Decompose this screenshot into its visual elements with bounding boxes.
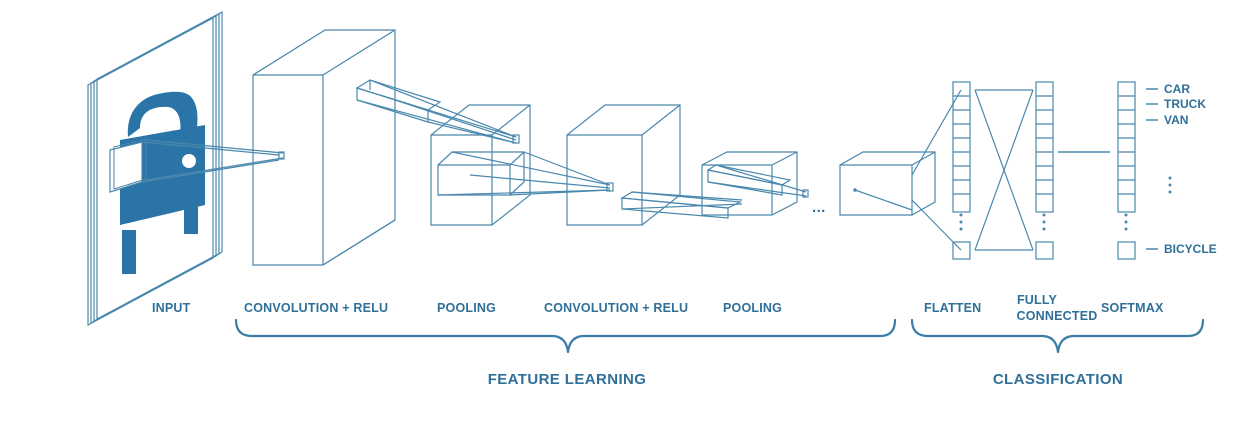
fc-connections (974, 89, 1034, 251)
stage-label-fc-1: FULLY (1017, 293, 1058, 307)
stage-label-softmax: SOFTMAX (1101, 301, 1164, 315)
final-feature-volume (839, 151, 936, 216)
stage-label-input: INPUT (152, 301, 191, 315)
fully-connected-column (1035, 81, 1110, 260)
classification-brace (910, 318, 1205, 354)
class-label-car: CAR (1164, 82, 1190, 96)
stage-label-conv1: CONVOLUTION + RELU (244, 301, 388, 315)
class-label-van: VAN (1164, 113, 1188, 127)
projection-conv2-pool2 (621, 191, 743, 210)
stage-label-pool1: POOLING (437, 301, 496, 315)
group-label-feature-learning: FEATURE LEARNING (488, 371, 647, 388)
class-label-truck: TRUCK (1164, 97, 1206, 111)
input-image (87, 10, 223, 327)
flatten-column (911, 81, 971, 260)
class-label-bicycle: BICYCLE (1164, 242, 1217, 256)
ellipsis-label: ... (812, 199, 826, 216)
projection-input-conv1 (141, 139, 285, 183)
pool2-volume (701, 151, 809, 216)
group-label-classification: CLASSIFICATION (993, 371, 1123, 388)
class-labels: CAR TRUCK VAN BICYCLE (1146, 82, 1217, 256)
stage-label-pool2: POOLING (723, 301, 782, 315)
stage-label-fc-2: CONNECTED (1017, 309, 1098, 323)
feature-learning-brace (234, 318, 897, 354)
conv1-volume (252, 29, 442, 266)
softmax-column (1117, 81, 1136, 260)
stage-label-flatten: FLATTEN (924, 301, 981, 315)
stage-label-conv2: CONVOLUTION + RELU (544, 301, 688, 315)
projection-pool1-conv2 (437, 151, 614, 196)
